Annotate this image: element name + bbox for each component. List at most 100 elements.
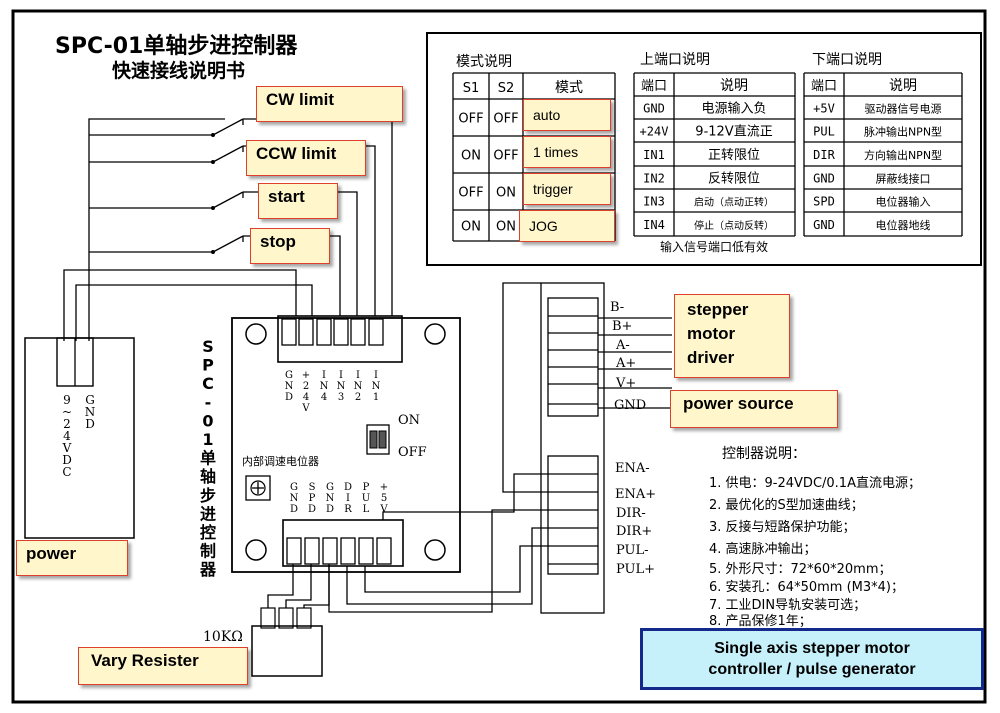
bottom-pin-label: R	[344, 504, 352, 515]
callout-ccw-limit: CCW limit	[246, 140, 366, 176]
mount-hole-tr	[424, 323, 446, 345]
mode-label-auto: auto	[523, 99, 611, 131]
summary-box: Single axis stepper motor controller / p…	[640, 628, 984, 690]
power-label-gnd: D	[85, 417, 95, 431]
upper-port-header-port: 端口	[641, 79, 667, 94]
driver-upper-label: V+	[615, 376, 636, 391]
wire-power-gnd	[63, 269, 297, 341]
top-pin-label: I	[322, 370, 326, 381]
driver-upper-label: A-	[615, 338, 630, 353]
top-pin-label: 4	[303, 392, 309, 403]
lower-port-name: SPD	[813, 195, 835, 209]
mode-s1-value: OFF	[458, 186, 483, 201]
bottom-pin-label: P	[363, 482, 370, 493]
mode-s2-value: OFF	[493, 112, 518, 127]
board-vertical-title: S	[202, 337, 214, 356]
bottom-pin-label: N	[290, 493, 299, 504]
upper-port-name: IN2	[643, 172, 665, 186]
top-pin-label: 1	[373, 392, 379, 403]
upper-port-desc: 正转限位	[708, 148, 760, 163]
power-label-vdc: V	[62, 441, 72, 455]
lower-port-name: GND	[813, 172, 835, 186]
bottom-pin-label: 5	[381, 493, 387, 504]
mount-hole-bl	[245, 539, 267, 561]
bottom-pin-label: S	[309, 482, 316, 493]
top-terminal-slot	[316, 318, 332, 346]
wire-pot-gnd2	[303, 564, 330, 608]
top-terminal-slot	[333, 318, 349, 346]
driver-upper-label: GND	[614, 398, 646, 413]
bottom-pin-label: D	[290, 504, 298, 515]
driver-lower-label: PUL-	[616, 543, 649, 558]
dip-switch-lever-1	[369, 430, 378, 449]
resistor-pin-3	[296, 607, 312, 629]
board-vertical-title: C	[202, 374, 214, 393]
power-label-vdc: 4	[63, 429, 71, 443]
switch-blade-1	[212, 145, 244, 163]
board-vertical-title: 轴	[200, 467, 216, 486]
upper-port-desc: 启动（点动正转）	[694, 196, 774, 209]
top-pin-label: N	[285, 381, 294, 392]
upper-port-name: GND	[643, 102, 665, 116]
wire-dir	[346, 527, 548, 605]
driver-lower-label: ENA+	[615, 487, 656, 502]
driver-lower-label: DIR-	[616, 506, 646, 521]
upper-port-desc: 9-12V直流正	[695, 125, 772, 140]
lower-port-desc: 屏蔽线接口	[876, 172, 931, 186]
mode-s1-value: ON	[461, 220, 481, 235]
lower-port-name: +5V	[813, 102, 835, 116]
controller-notes-heading: 控制器说明：	[722, 446, 806, 462]
lower-port-heading: 下端口说明	[812, 52, 882, 68]
lower-port-name: GND	[813, 218, 835, 232]
controller-note-2: 2. 最优化的S型加速曲线；	[709, 498, 864, 513]
wire-5v-ena	[382, 473, 548, 520]
mode-s2-value: ON	[496, 186, 516, 201]
bottom-terminal-slot	[322, 537, 338, 565]
driver-lower-label: PUL+	[616, 562, 655, 577]
top-pin-label: D	[285, 392, 293, 403]
upper-port-desc: 反转限位	[708, 172, 760, 187]
controller-note-6: 6. 安装孔：64*50mm (M3*4)；	[709, 580, 904, 595]
internal-pot-label: 内部调速电位器	[242, 454, 319, 468]
power-label-vdc: 2	[63, 417, 71, 431]
upper-port-note: 输入信号端口低有效	[660, 239, 768, 254]
top-terminal-slot	[281, 318, 297, 346]
top-pin-label: N	[337, 381, 346, 392]
upper-port-name: +24V	[640, 125, 669, 139]
upper-port-heading: 上端口说明	[640, 52, 710, 68]
driver-upper-label: B-	[610, 300, 624, 315]
top-pin-label: 4	[321, 392, 327, 403]
top-terminal-block	[277, 315, 403, 363]
upper-port-name: IN4	[643, 218, 665, 232]
bottom-pin-label: P	[309, 493, 316, 504]
dip-switch-lever-2	[378, 430, 387, 449]
board-vertical-title: 器	[199, 560, 217, 579]
upper-port-header-desc: 说明	[720, 78, 748, 94]
controller-note-5: 5. 外形尺寸：72*60*20mm；	[709, 562, 892, 577]
bottom-terminal-block	[282, 519, 404, 567]
mode-header-s2: S2	[498, 81, 515, 96]
upper-port-desc: 停止（点动反转）	[694, 219, 774, 232]
top-pin-label: I	[356, 370, 360, 381]
lower-port-desc: 电位器输入	[876, 195, 931, 209]
controller-note-1: 1. 供电：9-24VDC/0.1A直流电源；	[709, 476, 921, 491]
switch-blade-2	[212, 191, 244, 209]
summary-line-1: Single axis stepper motor	[714, 640, 910, 657]
resistor-body	[251, 625, 323, 677]
lower-port-desc: 脉冲输出NPN型	[864, 125, 942, 139]
top-pin-label: 2	[355, 392, 361, 403]
resistor-label: 10KΩ	[203, 629, 243, 645]
board-vertical-title: 控	[200, 523, 216, 542]
bottom-pin-label: U	[362, 493, 370, 504]
bottom-pin-label: G	[290, 482, 298, 493]
wire-pul	[364, 545, 548, 593]
controller-note-4: 4. 高速脉冲输出；	[709, 542, 817, 557]
bottom-terminal-slot	[304, 537, 320, 565]
bottom-pin-label: D	[326, 504, 334, 515]
dip-switch-off-label: OFF	[398, 445, 427, 460]
mode-header-s1: S1	[463, 81, 480, 96]
lower-port-name: DIR	[813, 148, 835, 162]
top-pin-label: 2	[303, 381, 309, 392]
mode-table-heading: 模式说明	[456, 54, 512, 70]
